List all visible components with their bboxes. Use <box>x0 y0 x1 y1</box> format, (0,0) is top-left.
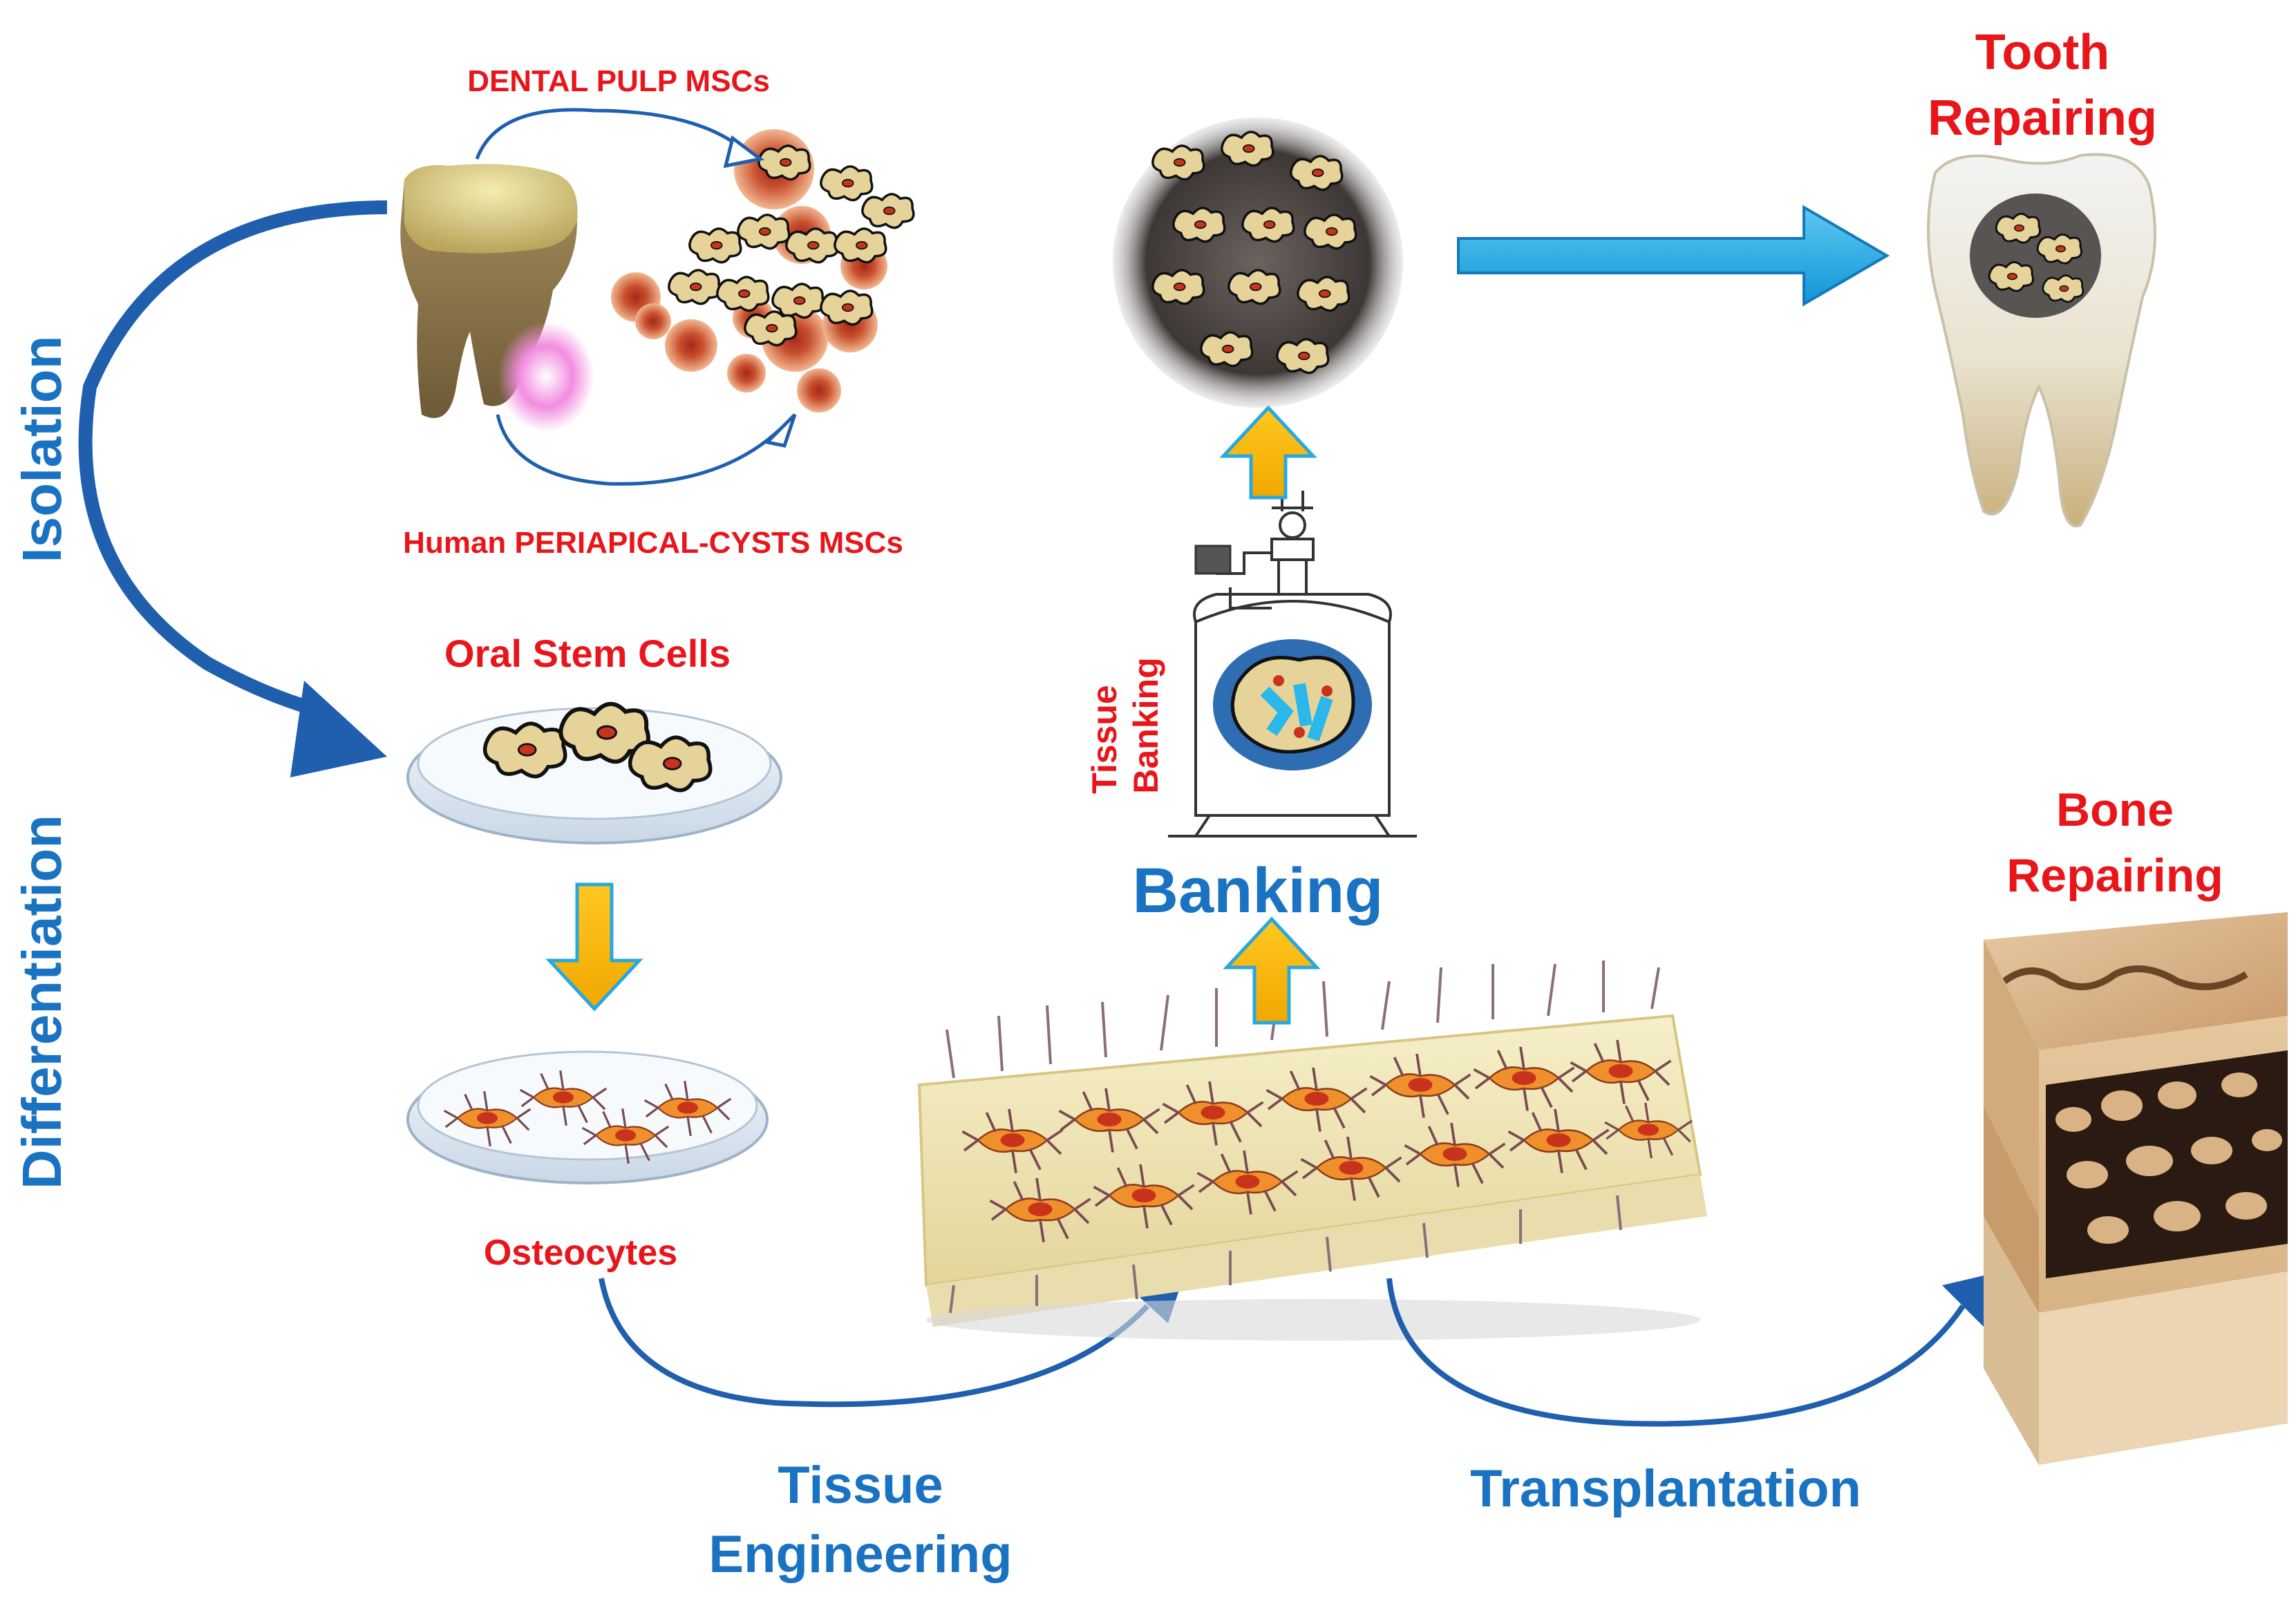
bone-block-illustration <box>1984 912 2288 1465</box>
msc-cell-cluster <box>611 129 915 413</box>
oral-stem-cells-dish <box>406 704 782 844</box>
sponge-to-tooth-arrow <box>1457 205 1890 307</box>
repaired-tooth-illustration <box>1927 153 2156 528</box>
dental-pulp-outline-arrow <box>475 108 764 169</box>
cryo-tank-illustration <box>1168 491 1417 838</box>
osteocytes-dish <box>406 1050 769 1184</box>
scaffold-to-banking-arrow <box>1223 916 1321 1025</box>
tissue-banking-label-line2: Banking <box>1127 657 1165 793</box>
transplantation-arrow <box>1386 1271 2001 1427</box>
tissue-engineering-label-line1: Tissue <box>778 1456 943 1515</box>
isolation-arrow <box>78 200 388 777</box>
bone-repairing-label-line2: Repairing <box>2006 849 2223 902</box>
extracted-tooth-illustration <box>400 164 594 432</box>
differentiation-down-arrow <box>545 882 643 1012</box>
periapical-outline-arrow <box>496 413 797 486</box>
tooth-repairing-label-line2: Repairing <box>1928 91 2157 146</box>
banking-to-scaffold-arrow <box>1219 405 1317 500</box>
tissue-banking-label-line1: Tissue <box>1085 685 1124 794</box>
cell-seeded-sponge <box>1113 117 1403 408</box>
periapical-label: Human PERIAPICAL-CYSTS MSCs <box>403 526 903 560</box>
dental-pulp-label: DENTAL PULP MSCs <box>467 64 770 98</box>
banking-label: Banking <box>1133 855 1384 926</box>
transplantation-label: Transplantation <box>1470 1459 1861 1518</box>
oral-stem-cells-label: Oral Stem Cells <box>444 632 731 675</box>
tissue-engineering-label-line2: Engineering <box>708 1525 1012 1584</box>
tooth-repairing-label-line1: Tooth <box>1975 25 2110 80</box>
bone-repairing-label-line1: Bone <box>2056 784 2174 836</box>
isolation-label: Isolation <box>11 336 73 563</box>
engineered-scaffold <box>917 961 1707 1341</box>
differentiation-label: Differentiation <box>11 815 73 1189</box>
osteocytes-label: Osteocytes <box>484 1233 677 1273</box>
